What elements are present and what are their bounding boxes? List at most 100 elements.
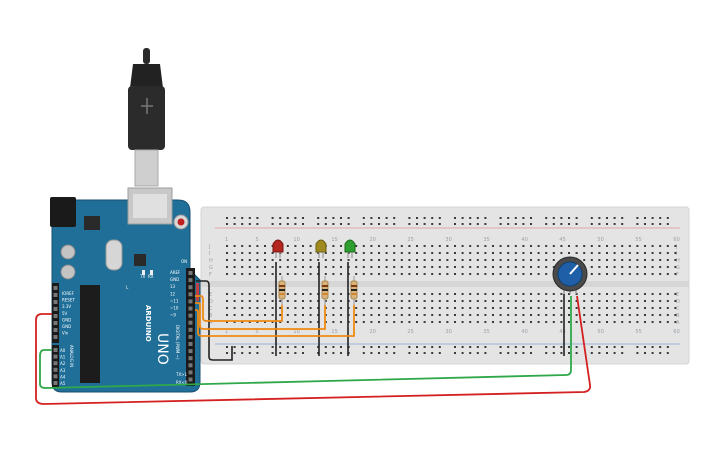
terminal-hole [507, 245, 510, 247]
terminal-hole [309, 293, 312, 295]
rail-hole [590, 346, 593, 348]
terminal-hole [271, 300, 274, 302]
terminal-hole [324, 252, 327, 254]
rail-hole [385, 223, 388, 225]
terminal-hole [241, 266, 244, 268]
terminal-hole [294, 252, 297, 254]
terminal-hole [340, 321, 342, 323]
terminal-hole [499, 314, 502, 316]
resistor-1[interactable] [278, 276, 286, 305]
terminal-hole [393, 266, 396, 268]
terminal-hole [507, 321, 510, 323]
resistor-3[interactable] [350, 276, 358, 305]
terminal-hole [309, 259, 312, 261]
terminal-hole [469, 293, 472, 295]
header-pin [53, 307, 58, 311]
resistor-2[interactable] [321, 276, 329, 305]
terminal-hole [264, 314, 266, 316]
terminal-hole [286, 266, 289, 268]
terminal-hole [309, 252, 312, 254]
terminal-hole [674, 293, 677, 295]
green-wire-a0[interactable] [39, 296, 572, 389]
led-red[interactable] [272, 239, 284, 258]
rail-hole [644, 346, 646, 348]
terminal-hole [659, 293, 662, 295]
orange-signal-wires[interactable] [195, 295, 355, 337]
terminal-hole [545, 314, 548, 316]
terminal-hole [545, 252, 548, 254]
resistor-2-band [322, 285, 328, 287]
orange-wire-pin11[interactable] [195, 295, 283, 322]
column-number: 40 [521, 237, 527, 243]
terminal-hole [590, 273, 593, 275]
terminal-hole [484, 252, 487, 254]
terminal-hole [454, 252, 456, 254]
terminal-hole [332, 307, 335, 309]
column-number: 15 [331, 237, 337, 243]
led-yellow[interactable] [315, 239, 327, 258]
orange-wire-pin9[interactable] [195, 305, 355, 337]
rail-hole [568, 346, 570, 348]
rail-hole [378, 352, 380, 354]
breadboard[interactable]: 1155101015152020252530303535404045455050… [200, 206, 690, 365]
rail-hole [659, 346, 662, 348]
rail-hole [233, 217, 236, 219]
rail-hole [324, 223, 327, 225]
column-number: 25 [407, 237, 413, 243]
orange-wire-pin10[interactable] [195, 302, 326, 330]
row-letter: I [209, 251, 210, 257]
terminal-hole [347, 259, 350, 261]
terminal-hole [560, 245, 563, 247]
terminal-hole [590, 300, 593, 302]
terminal-hole [666, 321, 669, 323]
terminal-hole [438, 307, 441, 309]
potentiometer[interactable] [552, 256, 588, 294]
terminal-hole [492, 273, 494, 275]
rail-hole [226, 217, 228, 219]
terminal-hole [476, 259, 479, 261]
terminal-hole [378, 259, 380, 261]
rail-hole [233, 346, 236, 348]
rail-hole [279, 217, 282, 219]
led-green[interactable] [344, 239, 356, 258]
column-number: 30 [445, 237, 451, 243]
black-wire-gnd[interactable] [196, 280, 233, 361]
terminal-hole [423, 273, 426, 275]
terminal-hole [286, 314, 289, 316]
terminal-hole [233, 259, 236, 261]
black-jumpers[interactable] [196, 262, 349, 361]
terminal-hole [317, 259, 320, 261]
terminal-hole [324, 300, 327, 302]
rail-hole [568, 223, 570, 225]
terminal-hole [370, 293, 373, 295]
terminal-hole [484, 245, 487, 247]
tx-led-label: TX [139, 274, 145, 279]
terminal-hole [659, 273, 662, 275]
rail-hole [226, 352, 228, 354]
terminal-hole [530, 314, 532, 316]
terminal-hole [461, 293, 464, 295]
terminal-hole [666, 252, 669, 254]
resistor-1-band-3 [279, 293, 285, 295]
terminal-hole [264, 259, 266, 261]
terminal-hole [431, 300, 434, 302]
rail-hole [613, 217, 616, 219]
terminal-hole [636, 293, 639, 295]
rail-hole [438, 352, 441, 354]
terminal-hole [598, 252, 601, 254]
terminal-hole [583, 307, 586, 309]
rail-hole [545, 352, 548, 354]
terminal-hole [659, 314, 662, 316]
terminal-hole [674, 300, 677, 302]
terminal-hole [431, 293, 434, 295]
terminal-hole [446, 273, 449, 275]
terminal-hole [598, 245, 601, 247]
rail-hole [241, 217, 244, 219]
terminal-hole [294, 307, 297, 309]
row-letter: A [676, 320, 680, 326]
terminal-hole [484, 300, 487, 302]
red-wire-5v[interactable] [35, 295, 592, 405]
